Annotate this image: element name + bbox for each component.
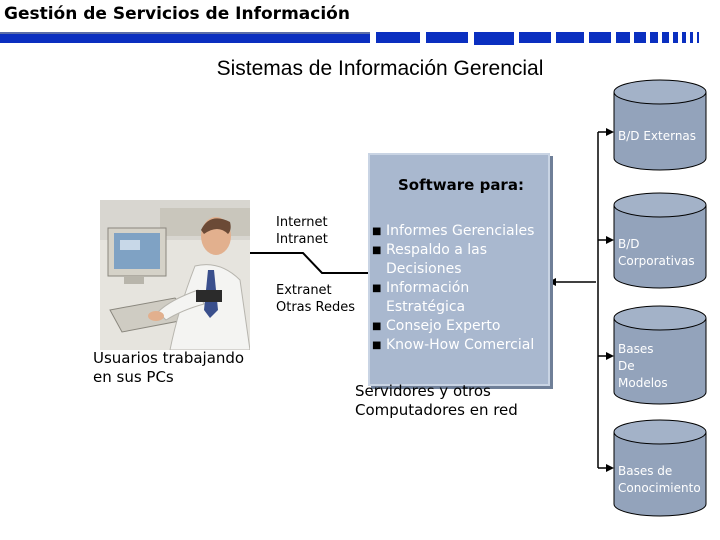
- arrow-to-corporativas: [606, 236, 614, 244]
- database-cylinder-modelos: [613, 305, 707, 405]
- list-item: ■Respaldo a las Decisiones: [372, 242, 488, 277]
- arrow-to-modelos: [606, 352, 614, 360]
- list-item: ■Know-How Comercial: [372, 337, 535, 353]
- bullet-icon: ■: [372, 283, 382, 294]
- bullet-icon: ■: [372, 245, 382, 256]
- slide-title: Sistemas de Información Gerencial: [216, 57, 544, 80]
- database-cylinder-externas: [613, 79, 707, 171]
- database-cylinder-conocimiento: [613, 419, 707, 517]
- list-item: ■Información Estratégica: [372, 280, 470, 315]
- bullet-icon: ■: [372, 226, 382, 237]
- software-title: Software para:: [398, 176, 524, 194]
- header-decorative-bar: [0, 32, 699, 45]
- network-label-internet-intranet: Internet Intranet: [276, 215, 328, 247]
- bullet-icon: ■: [372, 340, 382, 351]
- db-label-modelos: Bases De Modelos: [618, 342, 668, 390]
- db-label-corporativas: B/D Corporativas: [618, 237, 695, 268]
- network-zigzag-line: [250, 252, 368, 274]
- network-label-extranet-otras: Extranet Otras Redes: [276, 283, 356, 315]
- list-item: ■Informes Gerenciales: [372, 223, 535, 239]
- database-cylinder-corporativas: [613, 192, 707, 289]
- db-label-externas: B/D Externas: [618, 129, 697, 143]
- page-header-title: Gestión de Servicios de Información: [4, 4, 350, 24]
- bullet-icon: ■: [372, 321, 382, 332]
- user-at-computer-image: [100, 200, 250, 350]
- users-label: Usuarios trabajando en sus PCs: [93, 349, 245, 386]
- software-list: ■Informes Gerenciales ■Respaldo a las De…: [372, 222, 548, 355]
- software-box: [368, 153, 550, 386]
- list-item: ■Consejo Experto: [372, 318, 501, 334]
- servers-label: Servidores y otros Computadores en red: [355, 382, 518, 419]
- arrow-to-externas: [606, 128, 614, 136]
- arrow-to-conocimiento: [606, 464, 614, 472]
- db-label-conocimiento: Bases de Conocimiento: [618, 464, 701, 495]
